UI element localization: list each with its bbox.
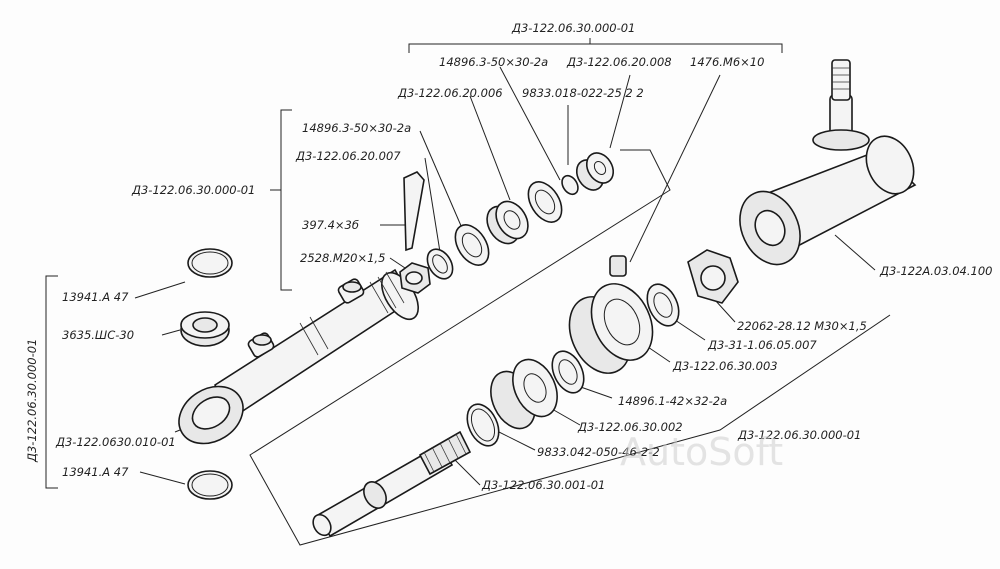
watermark: AutoSoft bbox=[620, 430, 783, 474]
castle-nut bbox=[399, 262, 431, 294]
label-screw-1476: 1476.М6×10 bbox=[690, 55, 764, 69]
spherical-bearing bbox=[180, 311, 230, 347]
label-ball-joint: Д3-122А.03.04.100 bbox=[879, 264, 992, 278]
retaining-ring-top bbox=[187, 248, 233, 278]
label-nut-2528: 2528.М20×1,5 bbox=[300, 251, 385, 265]
label-bushing-008: Д3-122.06.20.008 bbox=[566, 55, 672, 69]
label-piston-002: Д3-122.06.30.002 bbox=[577, 420, 683, 434]
piston-rod bbox=[312, 430, 472, 538]
bushing-008 bbox=[575, 152, 615, 191]
label-ring-13941-bottom: 13941.А 47 bbox=[62, 465, 129, 479]
cylinder-body bbox=[178, 268, 419, 445]
label-bearing-3635: 3635.ШС-30 bbox=[62, 328, 134, 342]
screw-m6 bbox=[609, 255, 627, 277]
piece-006 bbox=[486, 200, 529, 245]
retaining-ring-bottom bbox=[187, 470, 233, 500]
label-ring-9833-b: 9833.042-050-46-2-2 bbox=[537, 445, 660, 459]
label-rod-001: Д3-122.06.30.001-01 bbox=[481, 478, 605, 492]
label-left-assembly: Д3-122.06.30.000-01 bbox=[131, 183, 255, 197]
label-pin-397: 397.4×3б bbox=[302, 218, 359, 232]
seal-ring-upper bbox=[454, 224, 490, 266]
label-vertical-assembly: Д3-122.06.30.000-01 bbox=[25, 339, 39, 463]
o-ring-small bbox=[561, 174, 579, 196]
label-nut-003: Д3-122.06.30.003 bbox=[672, 359, 778, 373]
label-piece-006: Д3-122.06.20.006 bbox=[397, 86, 503, 100]
label-piece-007: Д3-122.06.20.007 bbox=[295, 149, 401, 163]
washer-007 bbox=[646, 283, 680, 327]
label-top-assembly: Д3-122.06.30.000-01 bbox=[511, 21, 635, 35]
label-ring-9833-a: 9833.018-022-25 2 2 bbox=[522, 86, 644, 100]
label-ring-seal-c: 14896.1-42×32-2а bbox=[618, 394, 727, 408]
label-ring-seal-a: 14896.3-50×30-2а bbox=[439, 55, 548, 69]
bracket-vertical bbox=[45, 275, 58, 489]
hex-nut-m30 bbox=[687, 249, 739, 304]
cotter-pin bbox=[403, 171, 425, 252]
label-washer-007: Д3-31-1.06.05.007 bbox=[707, 338, 817, 352]
ring-007 bbox=[426, 248, 454, 280]
label-ring-seal-b: 14896.3-50×30-2а bbox=[302, 121, 411, 135]
ball-joint bbox=[739, 59, 917, 266]
o-ring-9833-lower bbox=[466, 403, 500, 447]
seal-ring-lower bbox=[551, 350, 585, 394]
gland-nut-003 bbox=[568, 283, 654, 374]
bracket-left bbox=[270, 109, 292, 291]
label-nut-22062: 22062-28.12 М30×1,5 bbox=[737, 319, 867, 333]
piston-002 bbox=[490, 358, 558, 430]
label-body-010: Д3-122.0630.010-01 bbox=[55, 435, 176, 449]
label-ring-13941-top: 13941.А 47 bbox=[62, 290, 129, 304]
label-right-assembly: Д3-122.06.30.000-01 bbox=[737, 428, 861, 442]
bracket-top bbox=[408, 38, 783, 53]
seal-ring-upper-2 bbox=[527, 181, 563, 223]
bracket-rod bbox=[249, 149, 891, 546]
